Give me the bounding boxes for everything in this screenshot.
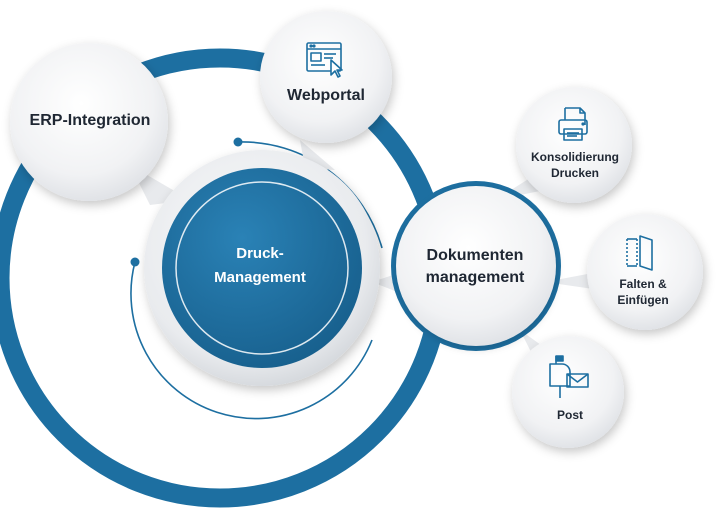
center-core [162,168,362,368]
dokumenten-label: Dokumenten management [400,245,550,289]
dokumenten-label-line2: management [425,269,525,286]
bubble-dokumenten [396,186,556,346]
center-label: Druck- Management [170,242,350,290]
center-label-line2: Management [214,269,306,286]
orbit-arc [237,141,383,249]
post-label: Post [556,408,583,422]
printer-icon [558,107,588,141]
center-label-line1: Druck- [236,245,284,262]
folding-icon [626,235,653,271]
bubble-erp [10,43,168,201]
falten-label-line2: Einfügen [617,293,669,307]
bubble-post [512,336,624,448]
orbit-dot [233,137,243,147]
konsolidierung-label: Konsolidierung Drucken [515,149,635,181]
bubble-falten [587,214,703,330]
konsolidierung-label-line2: Drucken [550,166,600,180]
connector-falt [545,272,600,290]
bubble-webportal [260,11,392,143]
falten-label: Falten & Einfügen [583,276,703,308]
falten-label-line1: Falten & [619,277,667,291]
dokumenten-label-line1: Dokumenten [426,247,524,264]
center-core-inner-ring [175,181,349,355]
konsolidierung-label-line1: Konsolidierung [531,150,619,164]
orbit-arc-lower [130,261,373,420]
browser-cursor-icon [306,42,343,78]
webportal-label: Webportal [287,87,365,104]
bubble-konsolidierung [516,87,632,203]
orbit-dot [130,257,140,267]
mailbox-icon [549,355,589,398]
erp-label: ERP-Integration [29,112,151,129]
